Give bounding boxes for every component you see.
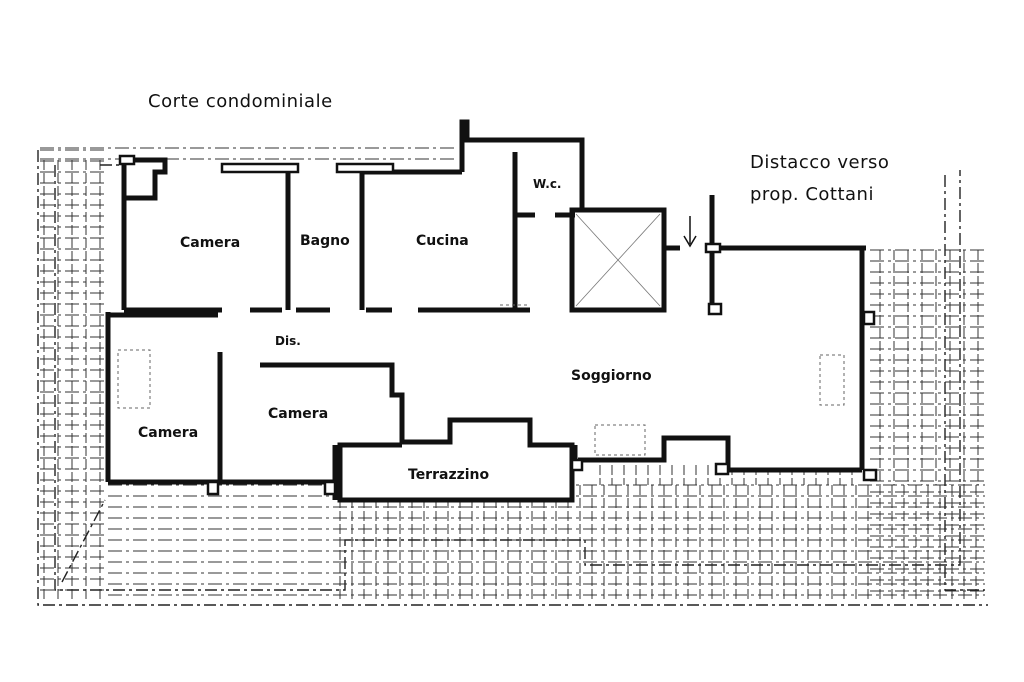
room-label-camera-left: Camera (138, 425, 198, 441)
courtyard-label: Corte condominiale (148, 91, 333, 112)
room-label-bagno: Bagno (300, 233, 350, 249)
room-label-camera-top: Camera (180, 235, 240, 251)
room-label-wc: W.c. (533, 177, 562, 191)
room-label-cucina: Cucina (416, 233, 469, 249)
surrounding-terrace-hatch (40, 147, 985, 600)
note-line-2: prop. Cottani (750, 184, 874, 205)
room-label-terrazzino: Terrazzino (408, 467, 490, 483)
room-label-camera-mid: Camera (268, 406, 328, 422)
note-line-1: Distacco verso (750, 152, 889, 173)
room-label-soggiorno: Soggiorno (571, 368, 652, 384)
shaft-diagonals (575, 213, 661, 307)
entrance-arrow-icon (683, 216, 697, 248)
windows (118, 154, 878, 496)
room-label-dis: Dis. (275, 334, 301, 348)
furniture-marks (117, 304, 845, 456)
